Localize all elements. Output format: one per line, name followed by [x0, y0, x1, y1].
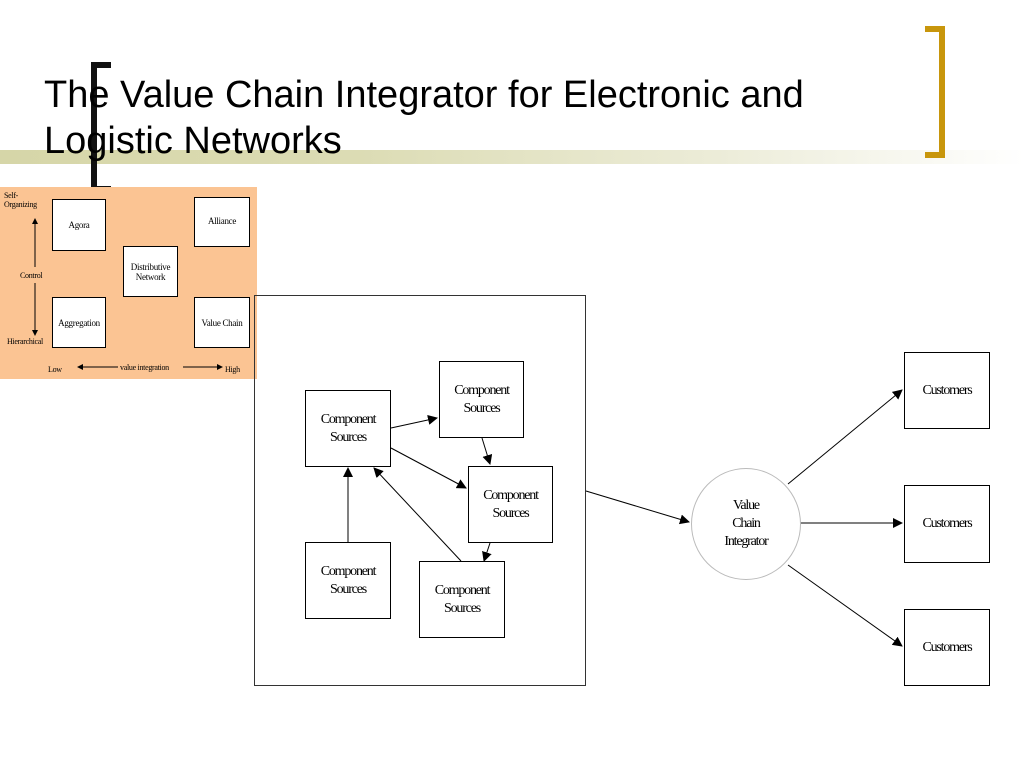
- axis-label-self-organizing: Self- Organizing: [4, 191, 37, 209]
- network-type-matrix: Self- Organizing Hierarchical Control Lo…: [0, 187, 257, 379]
- component-sources-5: Component Sources: [419, 561, 505, 638]
- title-underline-bar: [0, 150, 1024, 164]
- axis-label-high: High: [225, 365, 240, 374]
- slide-title-line-2: Logistic Networks: [44, 120, 342, 162]
- component-sources-cluster: [254, 295, 586, 686]
- slide-title-line-1: The Value Chain Integrator for Electroni…: [44, 74, 804, 116]
- customers-node-bottom: Customers: [904, 609, 990, 686]
- arrow-integrator-to-customers-bottom: [787, 564, 903, 647]
- cell-agora: Agora: [52, 199, 106, 251]
- customers-node-middle: Customers: [904, 485, 990, 563]
- arrow-integrator-to-customers-top: [787, 389, 903, 485]
- component-sources-4: Component Sources: [305, 542, 391, 619]
- arrow-cs1-to-cs2: [390, 415, 438, 429]
- cell-alliance: Alliance: [194, 197, 250, 247]
- customers-node-top: Customers: [904, 352, 990, 429]
- matrix-axes: [32, 218, 223, 370]
- slide-title: The Value Chain Integrator for Electroni…: [44, 72, 924, 164]
- component-sources-2: Component Sources: [439, 361, 524, 438]
- component-sources-1: Component Sources: [305, 390, 391, 467]
- cell-aggregation: Aggregation: [52, 297, 106, 348]
- arrow-cluster-to-integrator: [585, 490, 690, 525]
- cell-alliance-label: Alliance: [207, 216, 237, 226]
- right-bracket-decoration: [925, 26, 945, 158]
- cell-value-chain: Value Chain: [194, 297, 250, 348]
- axis-label-hierarchical: Hierarchical: [7, 337, 43, 346]
- arrow-cs2-to-cs3: [481, 437, 493, 465]
- arrow-cs5-to-cs1: [373, 467, 462, 562]
- arrow-cs3-to-cs5: [482, 542, 492, 562]
- cell-distributive-network: Distributive Network: [123, 246, 178, 297]
- component-sources-3: Component Sources: [468, 466, 553, 543]
- value-chain-integrator-node: Value Chain Integrator: [691, 468, 801, 580]
- arrow-cs1-to-cs3: [390, 447, 467, 489]
- axis-label-value-integration: value integration: [120, 363, 169, 372]
- axis-label-low: Low: [48, 365, 62, 374]
- axis-label-control: Control: [20, 271, 43, 280]
